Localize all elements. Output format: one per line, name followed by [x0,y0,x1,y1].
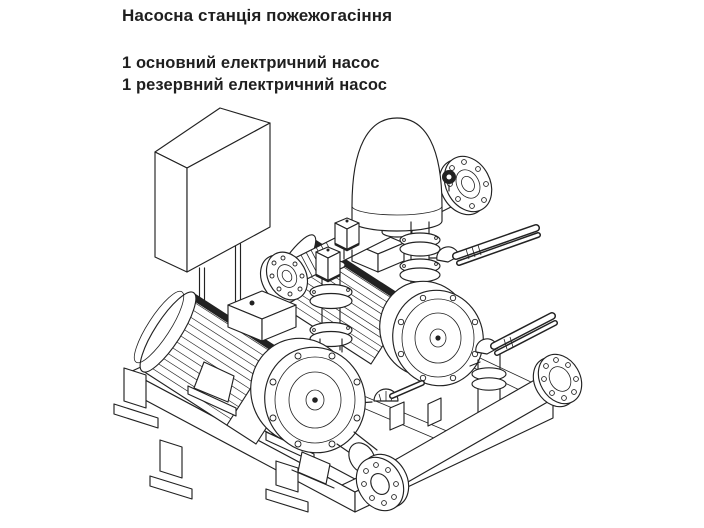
ball-valve-lever-icon [429,224,541,266]
pressure-switch-icon [315,246,341,283]
pump-casing-support [291,451,335,489]
pressure-gauge-icon [442,170,456,192]
pressure-switch-icon [334,217,360,260]
frame-foot [113,367,159,429]
main-pump-icon [250,337,366,454]
main-motor-terminal-box-icon [227,290,297,342]
counter-flange-icon [336,431,410,512]
frame-foot [149,439,193,500]
valve-handle-plate-icon [343,380,425,405]
manifold-left-flange-icon [259,251,309,304]
header: Насосна станція пожежогасіння 1 основний… [122,6,682,96]
ball-valve-lever-icon [475,312,558,356]
frame-foot [265,460,309,513]
diaphragm-pressure-tank-icon [351,117,443,238]
config-line-main-pump: 1 основний електричний насос [122,54,380,72]
standby-pump-icon [379,280,484,387]
pipe-support-bracket [389,401,405,431]
suction-manifold-icon [373,353,583,495]
control-cabinet-icon [154,107,271,273]
main-pump-riser [309,259,425,405]
page-title: Насосна станція пожежогасіння [122,6,393,25]
cabinet-stand-posts [198,243,242,323]
pipe-support-bracket [427,397,442,427]
motor-foot [187,361,237,417]
config-line-standby-pump: 1 резервний електричний насос [122,76,388,94]
configuration-lines: 1 основний електричний насос 1 резервний… [122,52,682,96]
standby-pump-riser [399,221,541,291]
suction-end-flange-icon [532,353,583,408]
